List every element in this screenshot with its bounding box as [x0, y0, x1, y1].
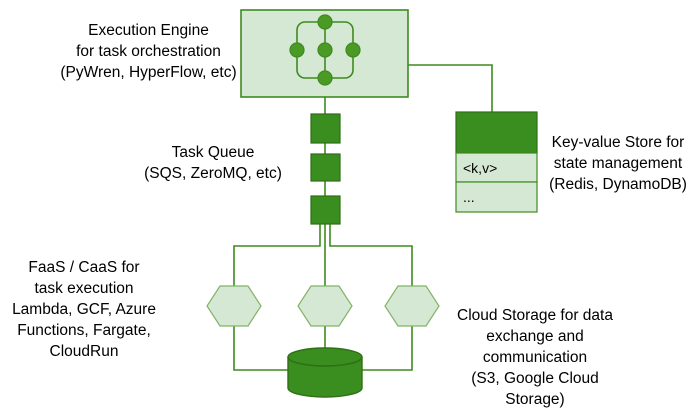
cloud-storage-line-2: exchange and — [486, 328, 584, 345]
queue-block-1 — [310, 113, 341, 144]
right-worker-to-storage-connector — [362, 326, 413, 371]
execution-engine-line-1: Execution Engine — [88, 22, 209, 39]
cloud-storage-label: Cloud Storage for data exchange and comm… — [440, 305, 630, 410]
storage-cylinder-icon — [287, 347, 363, 398]
kv-store-row-2-text: ... — [463, 189, 475, 205]
cloud-storage-line-5: Storage) — [505, 391, 565, 408]
kv-store-header — [455, 111, 538, 154]
cloud-storage-line-4: (S3, Google Cloud — [471, 370, 599, 387]
execution-engine-box — [240, 9, 409, 98]
faas-line-4: Functions, Fargate, — [17, 322, 151, 339]
task-queue-line-1: Task Queue — [171, 144, 255, 161]
worker-hexagon-left — [206, 285, 262, 327]
execution-engine-line-2: for task orchestration — [76, 43, 221, 60]
execution-engine-label: Execution Engine for task orchestration … — [36, 20, 261, 83]
workflow-node-bottom — [317, 70, 333, 86]
queue-block-2 — [310, 153, 341, 182]
worker-hexagon-right — [384, 285, 440, 327]
faas-line-3: Lambda, GCF, Azure — [12, 301, 156, 318]
left-worker-to-storage-connector — [233, 326, 288, 371]
task-queue-line-2: (SQS, ZeroMQ, etc) — [144, 165, 282, 182]
faas-line-5: CloudRun — [49, 343, 119, 360]
queue-to-left-worker-connector — [233, 224, 321, 286]
kv-store-line-3: (Redis, DynamoDB) — [549, 176, 687, 193]
queue-to-right-worker-connector — [329, 224, 413, 286]
worker-hexagon-middle — [297, 285, 353, 327]
kv-store-line-1: Key-value Store for — [551, 134, 685, 151]
faas-label: FaaS / CaaS for task execution Lambda, G… — [6, 257, 162, 362]
workflow-node-top — [317, 14, 333, 30]
kv-store-label: Key-value Store for state management (Re… — [543, 132, 693, 195]
workflow-node-right — [345, 42, 361, 58]
task-queue — [310, 113, 341, 225]
cloud-storage-line-3: communication — [482, 349, 588, 366]
workflow-node-left — [289, 42, 305, 58]
kv-store-row-1-text: <k,v> — [463, 160, 497, 176]
execution-engine-line-3: (PyWren, HyperFlow, etc) — [60, 64, 237, 81]
faas-line-2: task execution — [34, 280, 134, 297]
kv-store-table: <k,v> ... — [455, 111, 538, 213]
connectors — [233, 64, 493, 371]
kv-store-row-1 — [455, 152, 538, 183]
task-queue-label: Task Queue (SQS, ZeroMQ, etc) — [128, 142, 298, 184]
workers — [206, 285, 440, 327]
engine-to-kv-connector — [408, 64, 493, 112]
cloud-storage-line-1: Cloud Storage for data — [457, 307, 613, 324]
kv-store-line-2: state management — [553, 155, 683, 172]
faas-line-1: FaaS / CaaS for — [28, 259, 140, 276]
queue-block-3 — [310, 195, 341, 225]
workflow-node-center — [317, 42, 333, 58]
kv-store-row-2 — [455, 181, 538, 213]
